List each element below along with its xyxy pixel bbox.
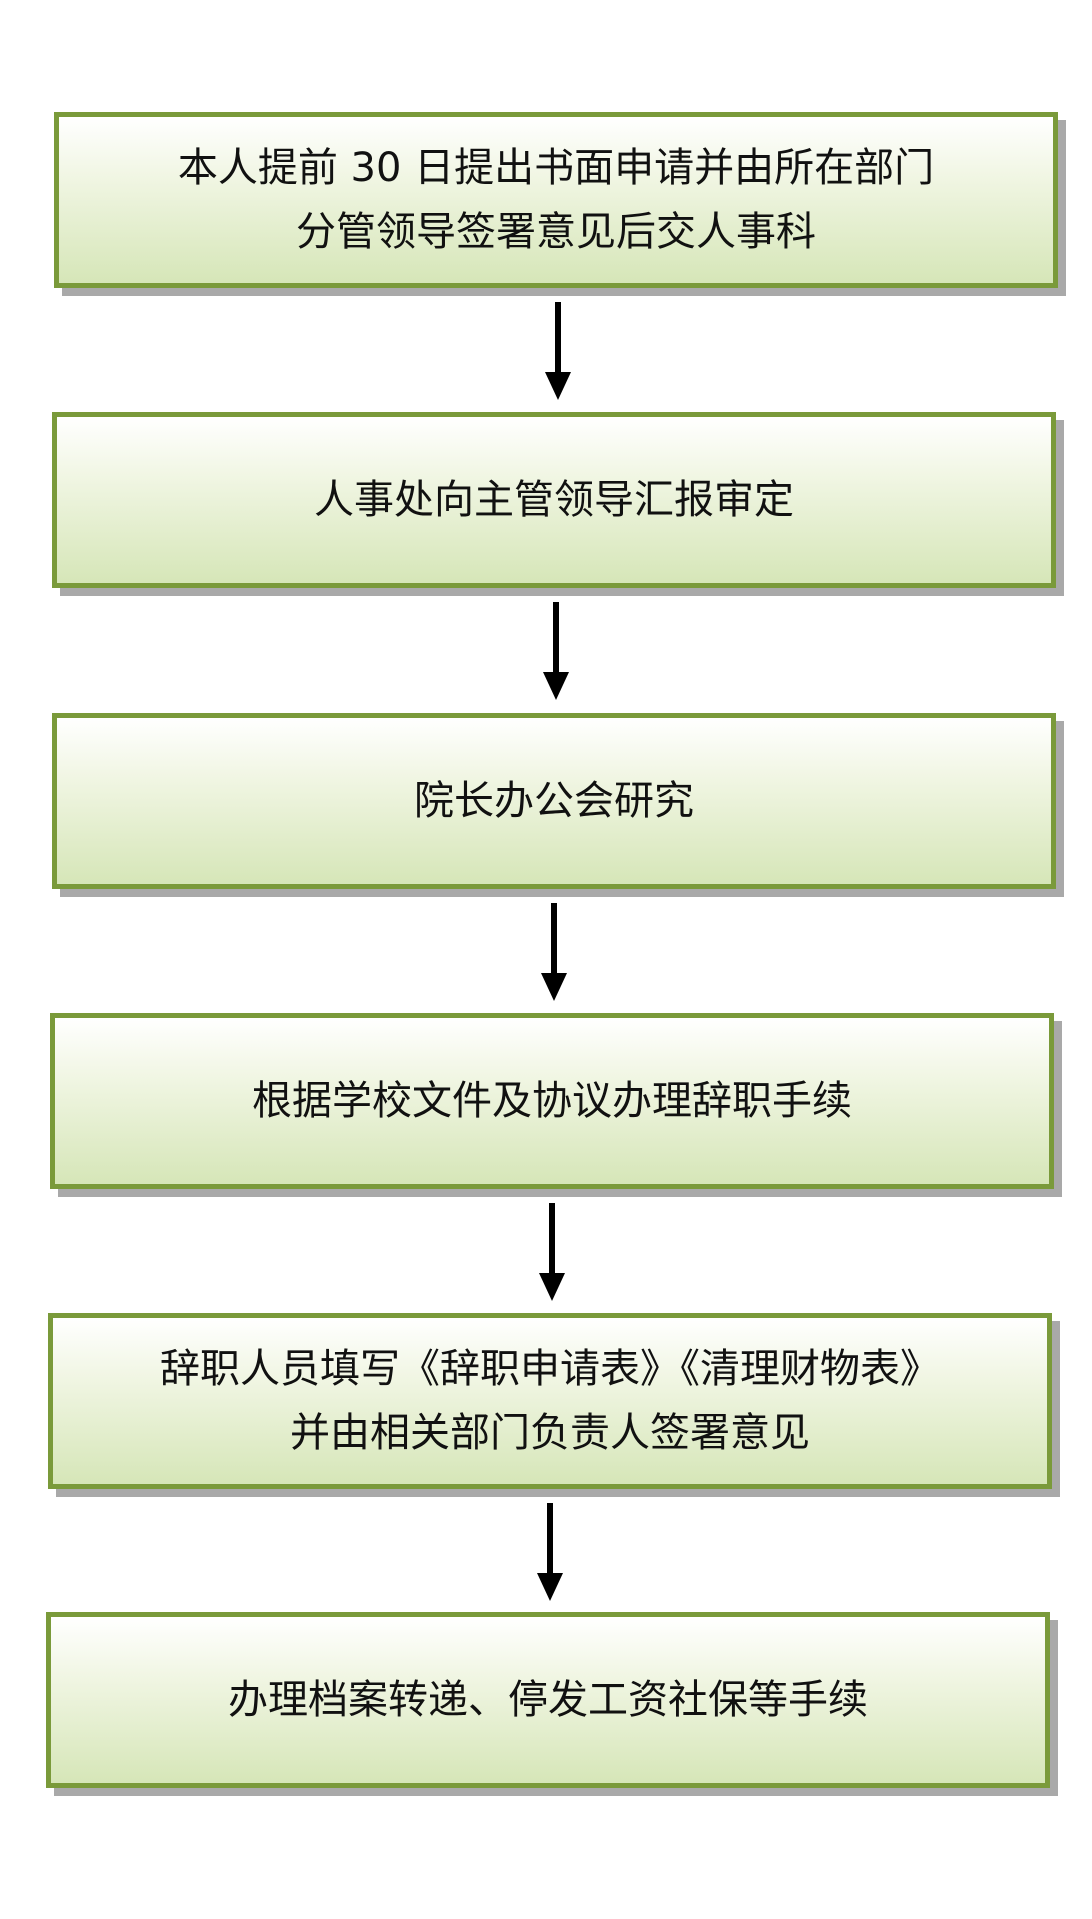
arrow-2-down (541, 602, 571, 700)
step-3-president-meeting: 院长办公会研究 (52, 713, 1056, 889)
arrow-down-icon (539, 1203, 565, 1301)
step-5-text: 辞职人员填写《辞职申请表》《清理财物表》 并由相关部门负责人签署意见 (160, 1346, 940, 1456)
step-1-submit-application: 本人提前 30 日提出书面申请并由所在部门 分管领导签署意见后交人事科 (54, 112, 1058, 288)
arrow-down-icon (545, 302, 571, 400)
step-6-text: 办理档案转递、停发工资社保等手续 (228, 1677, 868, 1723)
arrow-down-icon (537, 1503, 563, 1601)
step-6-transfer-files: 办理档案转递、停发工资社保等手续 (46, 1612, 1050, 1788)
step-1-text: 本人提前 30 日提出书面申请并由所在部门 分管领导签署意见后交人事科 (177, 145, 935, 255)
arrow-3-down (539, 903, 569, 1001)
arrow-1-down (543, 302, 573, 400)
step-5-fill-forms: 辞职人员填写《辞职申请表》《清理财物表》 并由相关部门负责人签署意见 (48, 1313, 1052, 1489)
step-2-hr-report: 人事处向主管领导汇报审定 (52, 412, 1056, 588)
step-4-process-resignation: 根据学校文件及协议办理辞职手续 (50, 1013, 1054, 1189)
step-2-text: 人事处向主管领导汇报审定 (314, 477, 794, 523)
arrow-down-icon (541, 903, 567, 1001)
step-3-text: 院长办公会研究 (414, 778, 694, 824)
arrow-4-down (537, 1203, 567, 1301)
arrow-5-down (535, 1503, 565, 1601)
arrow-down-icon (543, 602, 569, 700)
step-4-text: 根据学校文件及协议办理辞职手续 (252, 1078, 852, 1124)
